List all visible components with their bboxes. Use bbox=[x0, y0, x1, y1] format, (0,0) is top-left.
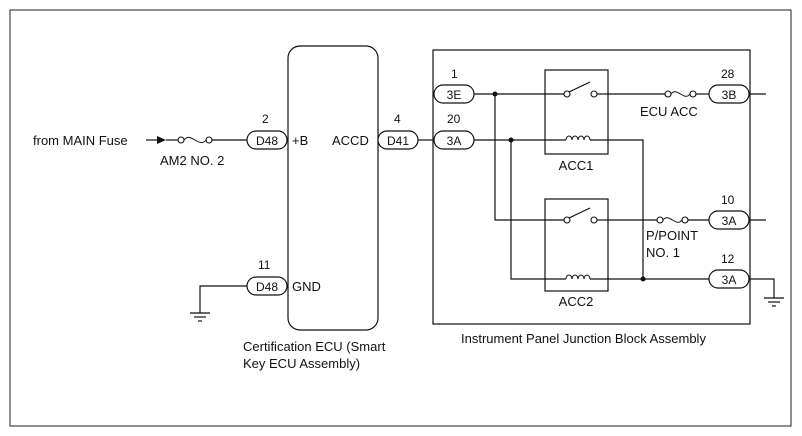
relay-acc2-label: ACC2 bbox=[559, 294, 594, 309]
pin-11-label: 11 bbox=[258, 258, 271, 272]
connector-d48-gnd-label: D48 bbox=[256, 280, 278, 294]
pin-10-label: 10 bbox=[721, 193, 735, 207]
pin-4-label: 4 bbox=[394, 112, 401, 126]
pin-2-label: 2 bbox=[262, 112, 269, 126]
relay-acc1-label: ACC1 bbox=[559, 158, 594, 173]
connector-3a-out10-label: 3A bbox=[722, 214, 737, 228]
pin-1-label: 1 bbox=[451, 67, 458, 81]
relay-acc2-switch bbox=[545, 207, 608, 224]
connector-3b-label: 3B bbox=[722, 88, 737, 102]
connector-3a-out12-label: 3A bbox=[722, 273, 737, 287]
relay-acc2-box bbox=[544, 198, 609, 292]
connector-3a-in-label: 3A bbox=[447, 134, 462, 148]
term-accd-label: ACCD bbox=[332, 133, 369, 148]
ground-icon-left bbox=[190, 312, 210, 322]
pin-20-label: 20 bbox=[447, 112, 461, 126]
ecu-title-line2: Key ECU Assembly) bbox=[243, 356, 360, 371]
certification-ecu-body bbox=[287, 45, 379, 331]
relay-acc1-coil bbox=[545, 135, 608, 141]
relay-acc1-switch bbox=[545, 81, 608, 98]
from-main-fuse-label: from MAIN Fuse bbox=[33, 133, 128, 148]
fuse-ppoint-symbol bbox=[656, 216, 689, 224]
pin-12-label: 12 bbox=[721, 252, 735, 266]
input-arrow bbox=[146, 136, 178, 144]
junction-block-title: Instrument Panel Junction Block Assembly bbox=[461, 331, 706, 346]
fuse-am2-label: AM2 NO. 2 bbox=[160, 153, 224, 168]
ecu-title-line1: Certification ECU (Smart bbox=[243, 339, 386, 354]
term-gnd-label: GND bbox=[292, 279, 321, 294]
pin-28-label: 28 bbox=[721, 67, 735, 81]
connector-d41-label: D41 bbox=[387, 134, 409, 148]
ground-icon-right bbox=[764, 297, 784, 307]
relay-acc1-box bbox=[544, 69, 609, 155]
connector-3e-label: 3E bbox=[447, 88, 462, 102]
relay-acc2-coil bbox=[545, 274, 608, 280]
fuse-ecu-acc-label: ECU ACC bbox=[640, 104, 698, 119]
fuse-ppoint-label-line1: P/POINT bbox=[646, 228, 698, 243]
connector-d48-b bbox=[246, 130, 288, 150]
fuse-ppoint-label-line2: NO. 1 bbox=[646, 245, 680, 260]
term-b-label: +B bbox=[292, 133, 308, 148]
connector-d48-b-label: D48 bbox=[256, 134, 278, 148]
